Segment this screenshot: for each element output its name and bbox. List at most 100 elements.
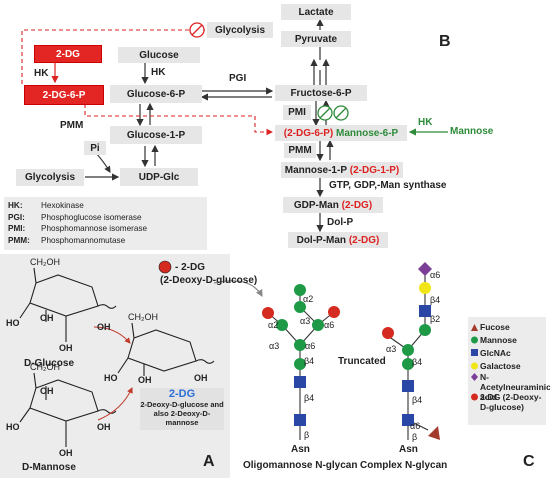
gdp-man-dg-label: (2-DG) xyxy=(341,199,373,211)
two-dg-icon xyxy=(471,393,478,401)
asn-left-label: Asn xyxy=(291,444,310,455)
asn-right-label: Asn xyxy=(399,444,418,455)
pyruvate-label: Pyruvate xyxy=(294,33,338,45)
linkage-c-b4: β4 xyxy=(430,295,441,305)
linkage-c-b: β xyxy=(412,432,418,442)
linkage-c-b4-1: β4 xyxy=(412,357,423,367)
linkage-a6-low: α6 xyxy=(305,341,316,351)
ho-mannose: HO xyxy=(6,422,20,432)
glucose-1p-box: Glucose-1-P xyxy=(110,126,202,144)
legend-fucose: Fucose xyxy=(480,322,510,332)
legend-galactose: Galactose xyxy=(480,361,521,371)
linkage-c-a6-fuc: α6 xyxy=(410,421,421,431)
linkage-c-a6-top: α6 xyxy=(430,270,441,280)
mannose-label: Mannose xyxy=(450,126,494,137)
pi-box: Pi xyxy=(84,141,106,155)
ch2oh-glucose: CH₂OH xyxy=(30,257,60,267)
pyruvate-box: Pyruvate xyxy=(281,31,351,47)
pmi-box: PMI xyxy=(283,105,311,120)
dg1p-paren-label: (2-DG-1-P) xyxy=(349,164,400,176)
pi-label: Pi xyxy=(90,142,100,154)
pgi-label: PGI xyxy=(229,73,247,84)
dol-p-label: Dol-P xyxy=(327,217,354,228)
lactate-box: Lactate xyxy=(281,4,351,20)
legend-glcnac: GlcNAc xyxy=(480,348,511,358)
linkage-b: β xyxy=(304,430,310,440)
panel-b-letter: B xyxy=(439,33,451,50)
ch2oh-2dg: CH₂OH xyxy=(128,312,158,322)
two-dg-6p-box: 2-DG-6-P xyxy=(24,85,104,105)
legend-row: PGI:Phosphoglucose isomerase xyxy=(8,212,142,222)
two-dg-node xyxy=(328,306,340,318)
mannose-node xyxy=(294,339,306,351)
oh-mannose-2: OH xyxy=(59,448,73,458)
ch2oh-mannose: CH₂OH xyxy=(30,362,60,372)
two-dg-info-box: 2-DG 2-Deoxy-D-glucose and also 2-Deoxy-… xyxy=(140,388,224,430)
fructose-6p-box: Fructose-6-P xyxy=(275,85,367,101)
fucose-icon xyxy=(471,324,478,331)
neu5ac-icon xyxy=(471,373,478,381)
oh-2dg-1: OH xyxy=(138,375,152,385)
truncated-label: Truncated xyxy=(338,356,386,367)
oh-glucose-3: OH xyxy=(97,322,111,332)
glcnac-node xyxy=(402,414,414,426)
dol-p-man-box: Dol-P-Man (2-DG) xyxy=(288,232,388,248)
legend-mannose: Mannose xyxy=(480,335,517,345)
fructose-6p-label: Fructose-6-P xyxy=(290,87,352,99)
d-mannose-label: D-Mannose xyxy=(22,462,76,473)
glycolysis-left-label: Glycolysis xyxy=(24,172,76,183)
glycolysis-top-box: Glycolysis xyxy=(207,22,273,38)
ho-2dg: HO xyxy=(104,373,118,383)
glcnac-node xyxy=(294,376,306,388)
two-dg-box: 2-DG xyxy=(34,45,102,63)
mannose-node xyxy=(294,301,306,313)
oh-glucose-2: OH xyxy=(59,343,73,353)
linkage-c-a3: α3 xyxy=(386,344,397,354)
hk-mid-label: HK xyxy=(151,67,166,78)
two-dg-header-symbol xyxy=(158,260,172,274)
two-dg-node xyxy=(382,327,394,339)
mannose-icon xyxy=(471,336,478,344)
pmm-right-box: PMM xyxy=(284,143,316,158)
lactate-label: Lactate xyxy=(298,6,334,18)
dol-p-man-dg-label: (2-DG) xyxy=(348,234,380,246)
glucose-1p-label: Glucose-1-P xyxy=(126,129,186,141)
two-dg-desc-label: 2-Deoxy-D-glucose and also 2-Deoxy-D-man… xyxy=(140,400,224,427)
glucose-box: Glucose xyxy=(118,47,200,63)
glucose-6p-label: Glucose-6-P xyxy=(126,88,186,100)
mannose-6p-box: (2-DG-6-P) Mannose-6-P xyxy=(275,125,407,141)
mannose-6p-label: Mannose-6-P xyxy=(336,127,399,139)
oh-mannose-1: OH xyxy=(40,386,54,396)
two-dg-ring xyxy=(117,322,215,376)
mannose-node xyxy=(312,319,324,331)
linkage-c-b4-2: β4 xyxy=(412,395,423,405)
linkage-b4-1: β4 xyxy=(304,356,315,366)
galactose-node xyxy=(419,282,431,294)
d-glucose-ring xyxy=(19,267,117,342)
glycan-header-line1: - 2-DG xyxy=(175,262,205,273)
glycan-header-line2: (2-Deoxy-D-glucose) xyxy=(160,275,258,286)
gdp-man-label: GDP-Man xyxy=(293,199,339,211)
glcnac-node xyxy=(402,380,414,392)
gtp-label: GTP, GDP,-Man synthase xyxy=(329,180,447,191)
glcnac-node xyxy=(294,414,306,426)
linkage-a2-top: α2 xyxy=(303,294,314,304)
enzyme-legend: HK:Hexokinase PGI:Phosphoglucose isomera… xyxy=(4,197,207,250)
mannose-node xyxy=(402,344,414,356)
oh-mannose-3: OH xyxy=(97,422,111,432)
legend-neu5ac: N-Acetylneuraminic acid xyxy=(480,372,550,402)
dg6p-paren-label: (2-DG-6-P) xyxy=(283,127,334,139)
linkage-b4-2: β4 xyxy=(304,393,315,403)
glucose-6p-box: Glucose-6-P xyxy=(110,85,202,103)
ho-glucose: HO xyxy=(6,318,20,328)
glycan-legend xyxy=(468,317,546,425)
panel-a-letter: A xyxy=(203,453,215,470)
legend-row: PMM:Phosphomannomutase xyxy=(8,235,126,245)
udp-glc-label: UDP-Glc xyxy=(138,171,180,183)
linkage-c-b2: β2 xyxy=(430,314,441,324)
